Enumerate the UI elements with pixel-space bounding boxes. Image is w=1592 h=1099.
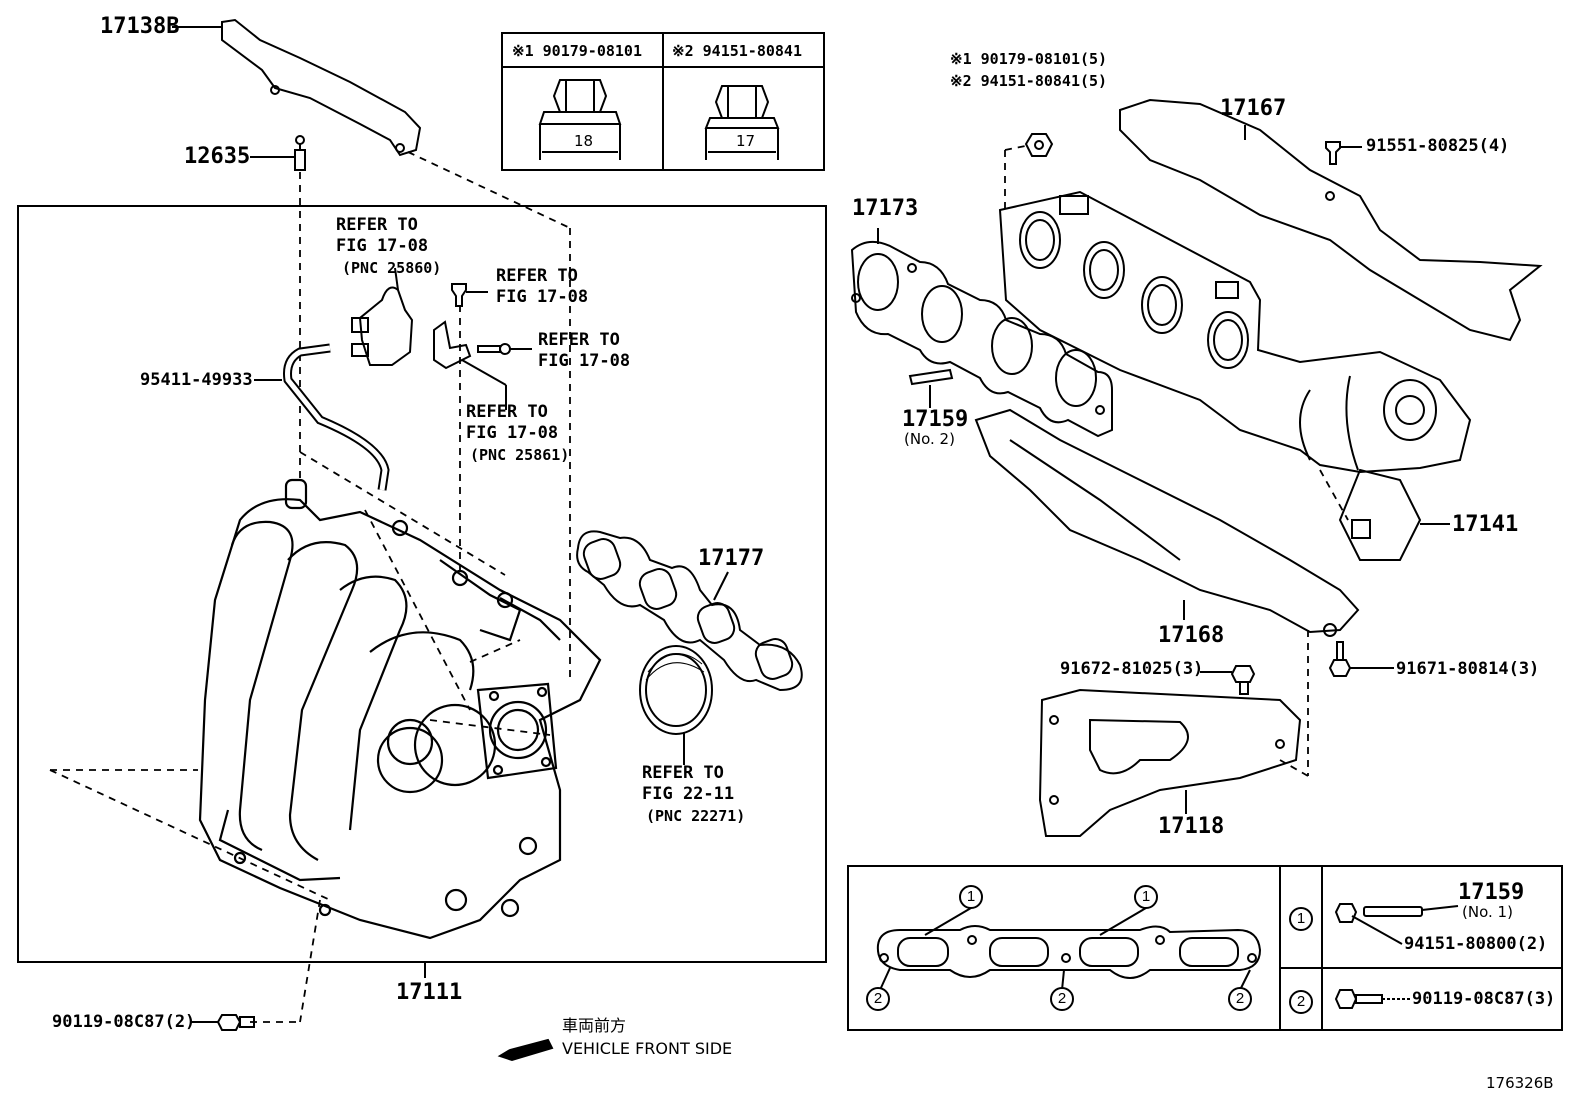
ref4-line2: FIG 17-08 (466, 423, 559, 443)
ref1-line3: (PNC 25860) (342, 259, 442, 277)
ref1-line1: REFER TO (336, 215, 418, 235)
label-17168: 17168 (1158, 623, 1225, 648)
ref3-line2: FIG 17-08 (538, 351, 631, 371)
label-91671: 91671-80814(3) (1396, 659, 1540, 679)
label-12635: 12635 (184, 144, 251, 169)
label-17159-no2-sub: (No. 2) (904, 430, 955, 448)
hose-95411 (283, 343, 390, 491)
label-91551: 91551-80825(4) (1366, 136, 1510, 156)
gasket-17177 (576, 530, 803, 692)
label-17159-no1-sub: (No. 1) (1462, 903, 1513, 921)
intake-manifold-17111 (198, 478, 602, 940)
front-arrow (497, 1038, 554, 1062)
ref2-line2: FIG 17-08 (496, 287, 589, 307)
label-17177: 17177 (698, 546, 765, 571)
label-nut1-qty: ※1 90179-08101(5) (950, 50, 1108, 68)
nut-table-col1-size: 18 (574, 132, 594, 150)
insulator-17168 (974, 408, 1360, 634)
label-17173: 17173 (852, 196, 919, 221)
vsv-bracket (433, 320, 472, 370)
ref4-line3: (PNC 25861) (470, 446, 570, 464)
legend-circle-2: 2 (1289, 990, 1313, 1014)
ref3-line1: REFER TO (538, 330, 620, 350)
label-17159-no1: 17159 (1458, 880, 1525, 905)
gasket-circle-2c: 2 (1228, 987, 1252, 1011)
ref4-line1: REFER TO (466, 402, 548, 422)
gasket-circle-2a: 2 (866, 987, 890, 1011)
label-17159-no2: 17159 (902, 407, 969, 432)
gasket-17173 (850, 228, 1113, 438)
ref5-line3: (PNC 22271) (646, 807, 746, 825)
front-label-en: VEHICLE FRONT SIDE (562, 1039, 733, 1058)
nut-table (501, 32, 825, 171)
label-95411: 95411-49933 (140, 370, 253, 390)
label-17141: 17141 (1452, 512, 1519, 537)
vsv-valve (351, 267, 414, 366)
figure-id: 176326B (1486, 1074, 1554, 1092)
legend-circle-1: 1 (1289, 907, 1313, 931)
gasket-circle-1a: 1 (959, 885, 983, 909)
label-17167: 17167 (1220, 96, 1287, 121)
throttle-gasket (639, 645, 713, 735)
gasket-circle-1b: 1 (1134, 885, 1158, 909)
label-91672: 91672-81025(3) (1060, 659, 1204, 679)
ref5-line1: REFER TO (642, 763, 724, 783)
bracket-17118 (1038, 688, 1302, 837)
label-17118: 17118 (1158, 814, 1225, 839)
ref2-line1: REFER TO (496, 266, 578, 286)
stud-12635 (250, 135, 306, 171)
label-94151-80800: 94151-80800(2) (1404, 934, 1548, 954)
ref5-line2: FIG 22-11 (642, 784, 735, 804)
gasket-circle-2b: 2 (1050, 987, 1074, 1011)
nut-table-col1-head: ※1 90179-08101 (512, 42, 642, 60)
label-17138b: 17138B (100, 14, 180, 39)
gasket-box (847, 865, 1563, 1031)
label-90119-left: 90119-08C87(2) (52, 1012, 196, 1032)
bracket-17138b (221, 18, 422, 157)
label-17111: 17111 (396, 980, 463, 1005)
nut-table-col2-head: ※2 94151-80841 (672, 42, 802, 60)
insulator-17167 (1119, 98, 1543, 342)
exhaust-manifold (998, 190, 1472, 561)
ref1-line2: FIG 17-08 (336, 236, 429, 256)
label-nut2-qty: ※2 94151-80841(5) (950, 72, 1108, 90)
intake-frame (17, 205, 827, 963)
front-label-jp: 車両前方 (562, 1016, 627, 1035)
nut-table-col2-size: 17 (736, 132, 756, 150)
label-90119-right: 90119-08C87(3) (1412, 989, 1556, 1009)
